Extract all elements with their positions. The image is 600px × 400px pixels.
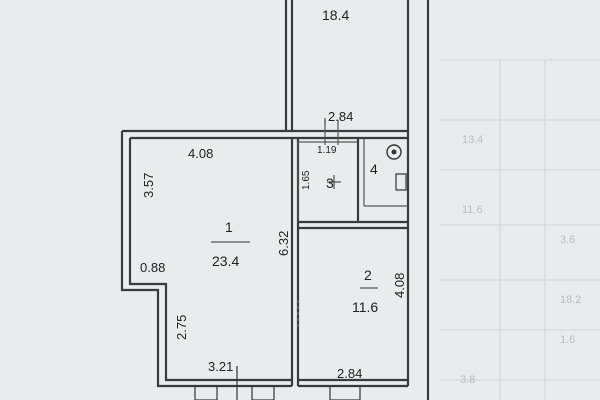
- corridor-wall: [122, 120, 408, 145]
- room-1-area: 23.4: [212, 253, 239, 269]
- dimension-ticks: [211, 118, 378, 289]
- room-top: [284, 0, 294, 130]
- table-value: 13.4: [462, 134, 483, 146]
- dim-top-corridor-width: 2.84: [328, 109, 353, 124]
- bottom-windows: [194, 300, 361, 400]
- table-value: 18.2: [560, 294, 581, 306]
- toilet-fixture: [395, 173, 407, 191]
- dim-room2-bottom: 2.84: [337, 366, 362, 381]
- dim-room1-left-top: 3.57: [141, 173, 156, 198]
- room-1-number: 1: [225, 219, 233, 235]
- room-2-area: 11.6: [352, 299, 378, 315]
- dim-room3-side: 1.65: [301, 170, 312, 190]
- table-value: 3.6: [560, 234, 575, 246]
- room-3-number: 3: [326, 175, 334, 191]
- outer-right-wall: [406, 0, 430, 400]
- dim-room1-notch: 0.88: [140, 260, 165, 275]
- room-1-walls: [120, 131, 300, 388]
- dim-room3-top: 1.19: [317, 145, 337, 156]
- dim-room1-top: 4.08: [188, 146, 213, 161]
- dim-room1-right: 6.32: [276, 231, 291, 256]
- sink-fixture: [386, 144, 402, 160]
- room-2-number: 2: [364, 267, 372, 283]
- dim-room2-right: 4.08: [392, 273, 407, 298]
- table-value: 11.6: [462, 204, 483, 216]
- room-top-area: 18.4: [322, 7, 349, 23]
- background-table-values: 13.4 11.6 3.6 18.2 1.6 3.8: [460, 134, 581, 386]
- room-3-walls: [297, 138, 408, 224]
- dim-room1-bottom: 3.21: [208, 359, 233, 374]
- room-4-number: 4: [370, 161, 378, 177]
- table-value: 3.8: [460, 374, 475, 386]
- dim-room1-left-bottom: 2.75: [174, 315, 189, 340]
- background-grid: [440, 59, 600, 400]
- table-value: 1.6: [560, 334, 575, 346]
- room-4-walls: [363, 138, 408, 207]
